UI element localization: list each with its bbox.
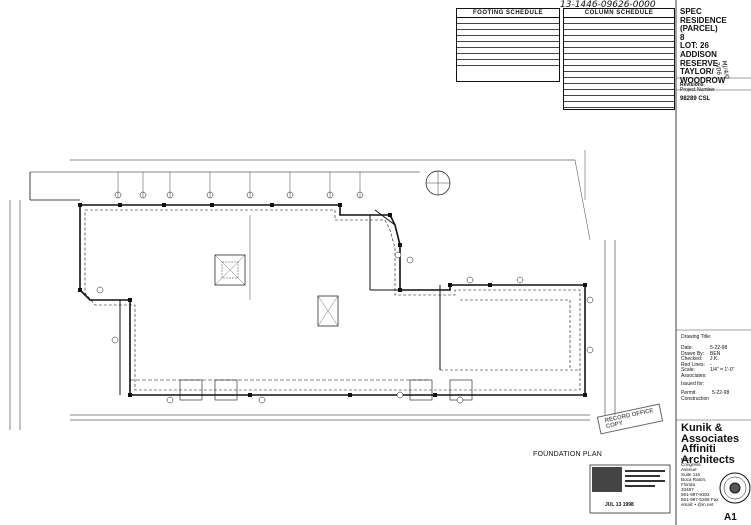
seal [719, 472, 751, 504]
project-block: SPEC RESIDENCE (PARCEL) 8 LOT: 26 ADDISO… [680, 7, 727, 104]
address-line: 5401 [681, 457, 692, 462]
issued-items: Permit Construction [681, 390, 710, 402]
issued-label: Issued for: [681, 381, 705, 387]
footing-schedule: FOOTING SCHEDULE [456, 8, 560, 82]
meta-label: Date: [681, 345, 693, 351]
address-line: 561-997-9302 [681, 492, 710, 497]
address-line: Suite 116 [681, 472, 701, 477]
meta-label: Checked: [681, 356, 703, 363]
address-line: Avenue [681, 467, 697, 472]
meta-value: - [710, 361, 712, 368]
project-line: RESIDENCE [680, 15, 727, 25]
handwritten-permit-number: 13-1446-09626-0000 [560, 0, 656, 10]
top-grid-ticks [117, 172, 361, 198]
footing-schedule-title: FOOTING SCHEDULE [457, 9, 559, 18]
meta-labels: Date: Drawn By: Checked: Red Lines: Scal… [681, 345, 709, 380]
issued-dates: 5-22-98 [712, 390, 730, 397]
issued-item: Construction [681, 395, 710, 402]
firm-name-line: Affiniti [681, 443, 716, 455]
grid-callouts [96, 191, 594, 404]
firm-name-line: Associates [681, 432, 740, 445]
plan-title: FOUNDATION PLAN [533, 451, 602, 458]
address-line: 561-997-5268 Fax [681, 497, 719, 502]
issued-item: Permit [681, 390, 696, 396]
column-schedule-title: COLUMN SCHEDULE [564, 9, 674, 18]
project-line: TAYLOR/ [680, 67, 714, 77]
revisions-label: Revisions [680, 82, 704, 88]
address-line: 33487 [681, 487, 694, 492]
project-number-label: Project Number [680, 87, 715, 94]
meta-values: 5-22-98 BEN J.K. - 1/4" = 1'-0" [710, 345, 748, 374]
drawing-title-label: Drawing Title: [681, 334, 712, 340]
meta-value: J.K. [710, 356, 719, 363]
address-line: Florida [681, 482, 696, 487]
firm-name: Kunik & Associates Affiniti Architects [681, 423, 751, 465]
meta-label: Red Lines: [681, 361, 705, 368]
issued-date: 5-22-98 [712, 390, 730, 396]
address-line: Boca Raton, [681, 477, 707, 482]
foundation-walls [9, 150, 616, 430]
meta-value: 1/4" = 1'-0" [710, 367, 735, 374]
firm-name-line: Architects [681, 453, 735, 466]
column-markers [78, 203, 587, 397]
column-schedule: COLUMN SCHEDULE [563, 8, 675, 110]
meta-value: 5-22-98 [710, 345, 728, 351]
project-line: LOT: 26 [680, 41, 709, 51]
project-line: WOODROW [680, 75, 726, 85]
project-line: SPEC [680, 7, 702, 16]
address-line: Congress [681, 462, 701, 467]
sheet-number: A1 [724, 512, 737, 523]
approval-stamp-box [589, 464, 671, 514]
firm-name-line: Kunik & [681, 422, 723, 434]
project-number: 98289 CSL [680, 95, 711, 102]
approval-stamp-date: JUL 13 1998 [605, 502, 634, 508]
project-line: RESERVE [680, 58, 719, 68]
meta-value: BEN [710, 350, 721, 357]
meta-label: Drawn By: [681, 350, 705, 357]
meta-label: Associates: [681, 372, 707, 379]
meta-label: Scale: [681, 367, 695, 374]
project-line: (PARCEL) 8 [680, 24, 718, 42]
title-block-frame [675, 0, 751, 525]
address-line: email: • @in.net [681, 502, 714, 507]
project-line: ADDISON [680, 49, 717, 59]
firm-address: 5401 Congress Avenue Suite 116 Boca Rato… [681, 457, 719, 507]
